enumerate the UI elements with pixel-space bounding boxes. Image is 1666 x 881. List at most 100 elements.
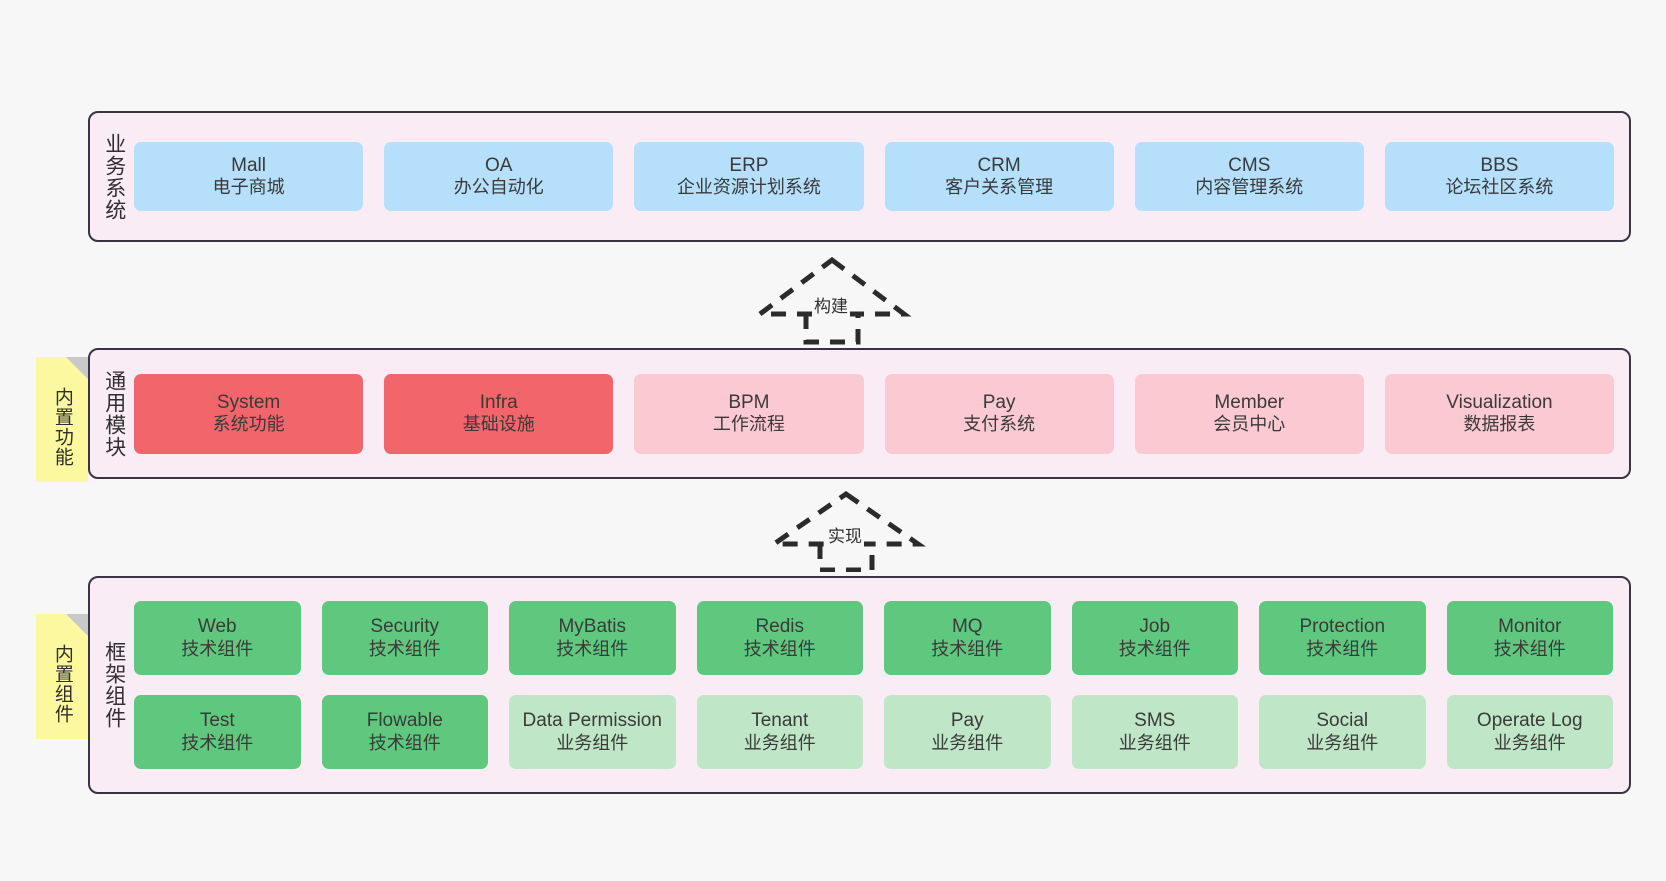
card-title: SMS: [1134, 710, 1176, 732]
card-subtitle: 论坛社区系统: [1445, 177, 1554, 198]
card-subtitle: 系统功能: [212, 414, 285, 435]
card-title: Member: [1214, 391, 1285, 413]
arrow-implement-label: 实现: [826, 522, 864, 547]
card-subtitle: 技术组件: [556, 638, 629, 659]
card-system[interactable]: System 系统功能: [134, 373, 364, 454]
card-web[interactable]: Web 技术组件: [134, 601, 301, 675]
card-subtitle: 客户关系管理: [945, 177, 1054, 198]
card-pay-module[interactable]: Pay 支付系统: [884, 373, 1114, 454]
card-subtitle: 会员中心: [1213, 414, 1286, 435]
card-mybatis[interactable]: MyBatis 技术组件: [509, 601, 676, 675]
card-subtitle: 业务组件: [1118, 732, 1191, 753]
card-bpm[interactable]: BPM 工作流程: [634, 373, 864, 454]
card-title: Security: [370, 616, 440, 638]
card-data-permission[interactable]: Data Permission 业务组件: [509, 695, 676, 769]
card-monitor[interactable]: Monitor 技术组件: [1446, 601, 1613, 675]
card-title: Test: [199, 710, 235, 732]
card-title: Data Permission: [522, 710, 662, 732]
card-title: Infra: [479, 391, 518, 413]
card-subtitle: 业务组件: [743, 732, 816, 753]
card-sms[interactable]: SMS 业务组件: [1071, 695, 1238, 769]
card-bbs[interactable]: BBS 论坛社区系统: [1384, 142, 1615, 211]
sticky-fold-icon: [66, 357, 88, 379]
layer-common-modules: 通用模块 System 系统功能 Infra 基础设施 BPM 工作流程 Pay…: [88, 348, 1631, 479]
card-title: Redis: [755, 616, 805, 638]
card-title: OA: [485, 154, 513, 176]
layer-title-frame: 框架组件: [102, 641, 126, 729]
card-crm[interactable]: CRM 客户关系管理: [884, 142, 1114, 211]
card-mq[interactable]: MQ 技术组件: [884, 601, 1051, 675]
layer-title-common: 通用模块: [102, 369, 126, 458]
card-subtitle: 技术组件: [1306, 638, 1379, 659]
card-test[interactable]: Test 技术组件: [134, 695, 301, 769]
card-job[interactable]: Job 技术组件: [1071, 601, 1238, 675]
sticky-fold-icon: [66, 614, 88, 636]
card-title: Social: [1316, 710, 1369, 732]
card-subtitle: 内容管理系统: [1195, 177, 1304, 198]
card-subtitle: 技术组件: [181, 732, 254, 753]
card-title: MyBatis: [558, 616, 627, 638]
card-operate-log[interactable]: Operate Log 业务组件: [1446, 695, 1613, 769]
card-subtitle: 企业资源计划系统: [676, 177, 821, 198]
layer-business-systems: 业务系统 Mall 电子商城 OA 办公自动化 ERP 企业资源计划系统 CRM…: [88, 111, 1631, 242]
card-cms[interactable]: CMS 内容管理系统: [1134, 142, 1364, 211]
card-subtitle: 支付系统: [963, 414, 1036, 435]
card-subtitle: 办公自动化: [453, 177, 544, 198]
card-subtitle: 技术组件: [743, 638, 816, 659]
card-subtitle: 工作流程: [712, 414, 785, 435]
card-subtitle: 技术组件: [181, 638, 254, 659]
card-title: BPM: [728, 391, 770, 413]
card-subtitle: 技术组件: [1493, 638, 1566, 659]
sticky-note-builtin-features: 内置功能: [36, 357, 88, 482]
card-subtitle: 技术组件: [1118, 638, 1191, 659]
card-oa[interactable]: OA 办公自动化: [384, 142, 614, 211]
card-row: System 系统功能 Infra 基础设施 BPM 工作流程 Pay 支付系统…: [134, 373, 1615, 454]
card-grid-business: Mall 电子商城 OA 办公自动化 ERP 企业资源计划系统 CRM 客户关系…: [134, 113, 1629, 240]
card-social[interactable]: Social 业务组件: [1259, 695, 1426, 769]
arrow-build-label: 构建: [812, 292, 850, 317]
card-title: Visualization: [1446, 391, 1553, 413]
sticky-note-label: 内置组件: [51, 643, 73, 724]
layer-title-business: 业务系统: [102, 132, 126, 221]
card-pay-component[interactable]: Pay 业务组件: [884, 695, 1051, 769]
card-flowable[interactable]: Flowable 技术组件: [321, 695, 488, 769]
card-redis[interactable]: Redis 技术组件: [696, 601, 863, 675]
card-subtitle: 业务组件: [1306, 732, 1379, 753]
card-subtitle: 技术组件: [931, 638, 1004, 659]
card-row: Mall 电子商城 OA 办公自动化 ERP 企业资源计划系统 CRM 客户关系…: [134, 142, 1615, 211]
card-visualization[interactable]: Visualization 数据报表: [1384, 373, 1615, 454]
card-subtitle: 技术组件: [368, 638, 441, 659]
arrow-implement: 实现: [766, 490, 926, 573]
card-tenant[interactable]: Tenant 业务组件: [696, 695, 863, 769]
card-protection[interactable]: Protection 技术组件: [1259, 601, 1426, 675]
card-title: Pay: [950, 710, 984, 732]
card-grid-frame: Web 技术组件 Security 技术组件 MyBatis 技术组件 Redi…: [134, 578, 1629, 792]
card-title: Job: [1139, 616, 1171, 638]
card-title: MQ: [951, 616, 983, 638]
arrow-build: 构建: [752, 256, 912, 346]
layer-framework-components: 框架组件 Web 技术组件 Security 技术组件 MyBatis 技术组件…: [88, 576, 1631, 794]
card-title: CRM: [977, 154, 1021, 176]
card-mall[interactable]: Mall 电子商城: [134, 142, 364, 211]
card-title: System: [216, 391, 281, 413]
card-infra[interactable]: Infra 基础设施: [384, 373, 614, 454]
card-row: Test 技术组件 Flowable 技术组件 Data Permission …: [134, 695, 1613, 769]
card-title: Mall: [231, 154, 266, 176]
card-subtitle: 业务组件: [556, 732, 629, 753]
card-title: CMS: [1228, 154, 1271, 176]
card-erp[interactable]: ERP 企业资源计划系统: [634, 142, 864, 211]
card-row: Web 技术组件 Security 技术组件 MyBatis 技术组件 Redi…: [134, 601, 1613, 675]
card-title: BBS: [1480, 154, 1519, 176]
card-title: Operate Log: [1476, 710, 1583, 732]
card-member[interactable]: Member 会员中心: [1134, 373, 1364, 454]
sticky-note-builtin-components: 内置组件: [36, 614, 88, 739]
card-security[interactable]: Security 技术组件: [321, 601, 488, 675]
card-subtitle: 业务组件: [1493, 732, 1566, 753]
card-title: Flowable: [366, 710, 443, 732]
card-subtitle: 业务组件: [931, 732, 1004, 753]
sticky-note-label: 内置功能: [51, 386, 73, 467]
card-title: Pay: [982, 391, 1016, 413]
card-subtitle: 基础设施: [462, 414, 535, 435]
card-grid-common: System 系统功能 Infra 基础设施 BPM 工作流程 Pay 支付系统…: [134, 350, 1629, 477]
